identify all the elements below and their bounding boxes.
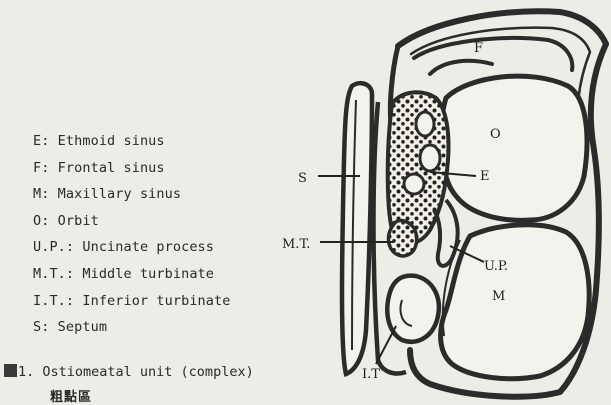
frontal-sinus <box>414 38 572 74</box>
label-maxillary: M <box>492 289 505 304</box>
label-ethmoid: E <box>480 169 490 184</box>
label-frontal: F <box>474 41 483 56</box>
label-uncinate: U.P. <box>484 259 508 274</box>
inferior-turbinate <box>387 276 439 342</box>
label-middle-turbinate: M.T. <box>282 237 310 252</box>
orbit-cavity <box>441 76 587 220</box>
maxillary-sinus <box>441 225 590 379</box>
label-inferior-turbinate: I.T <box>362 367 380 382</box>
label-orbit: O <box>490 127 501 142</box>
label-septum: S <box>298 171 307 186</box>
septum <box>342 83 372 374</box>
middle-turbinate <box>388 221 416 256</box>
